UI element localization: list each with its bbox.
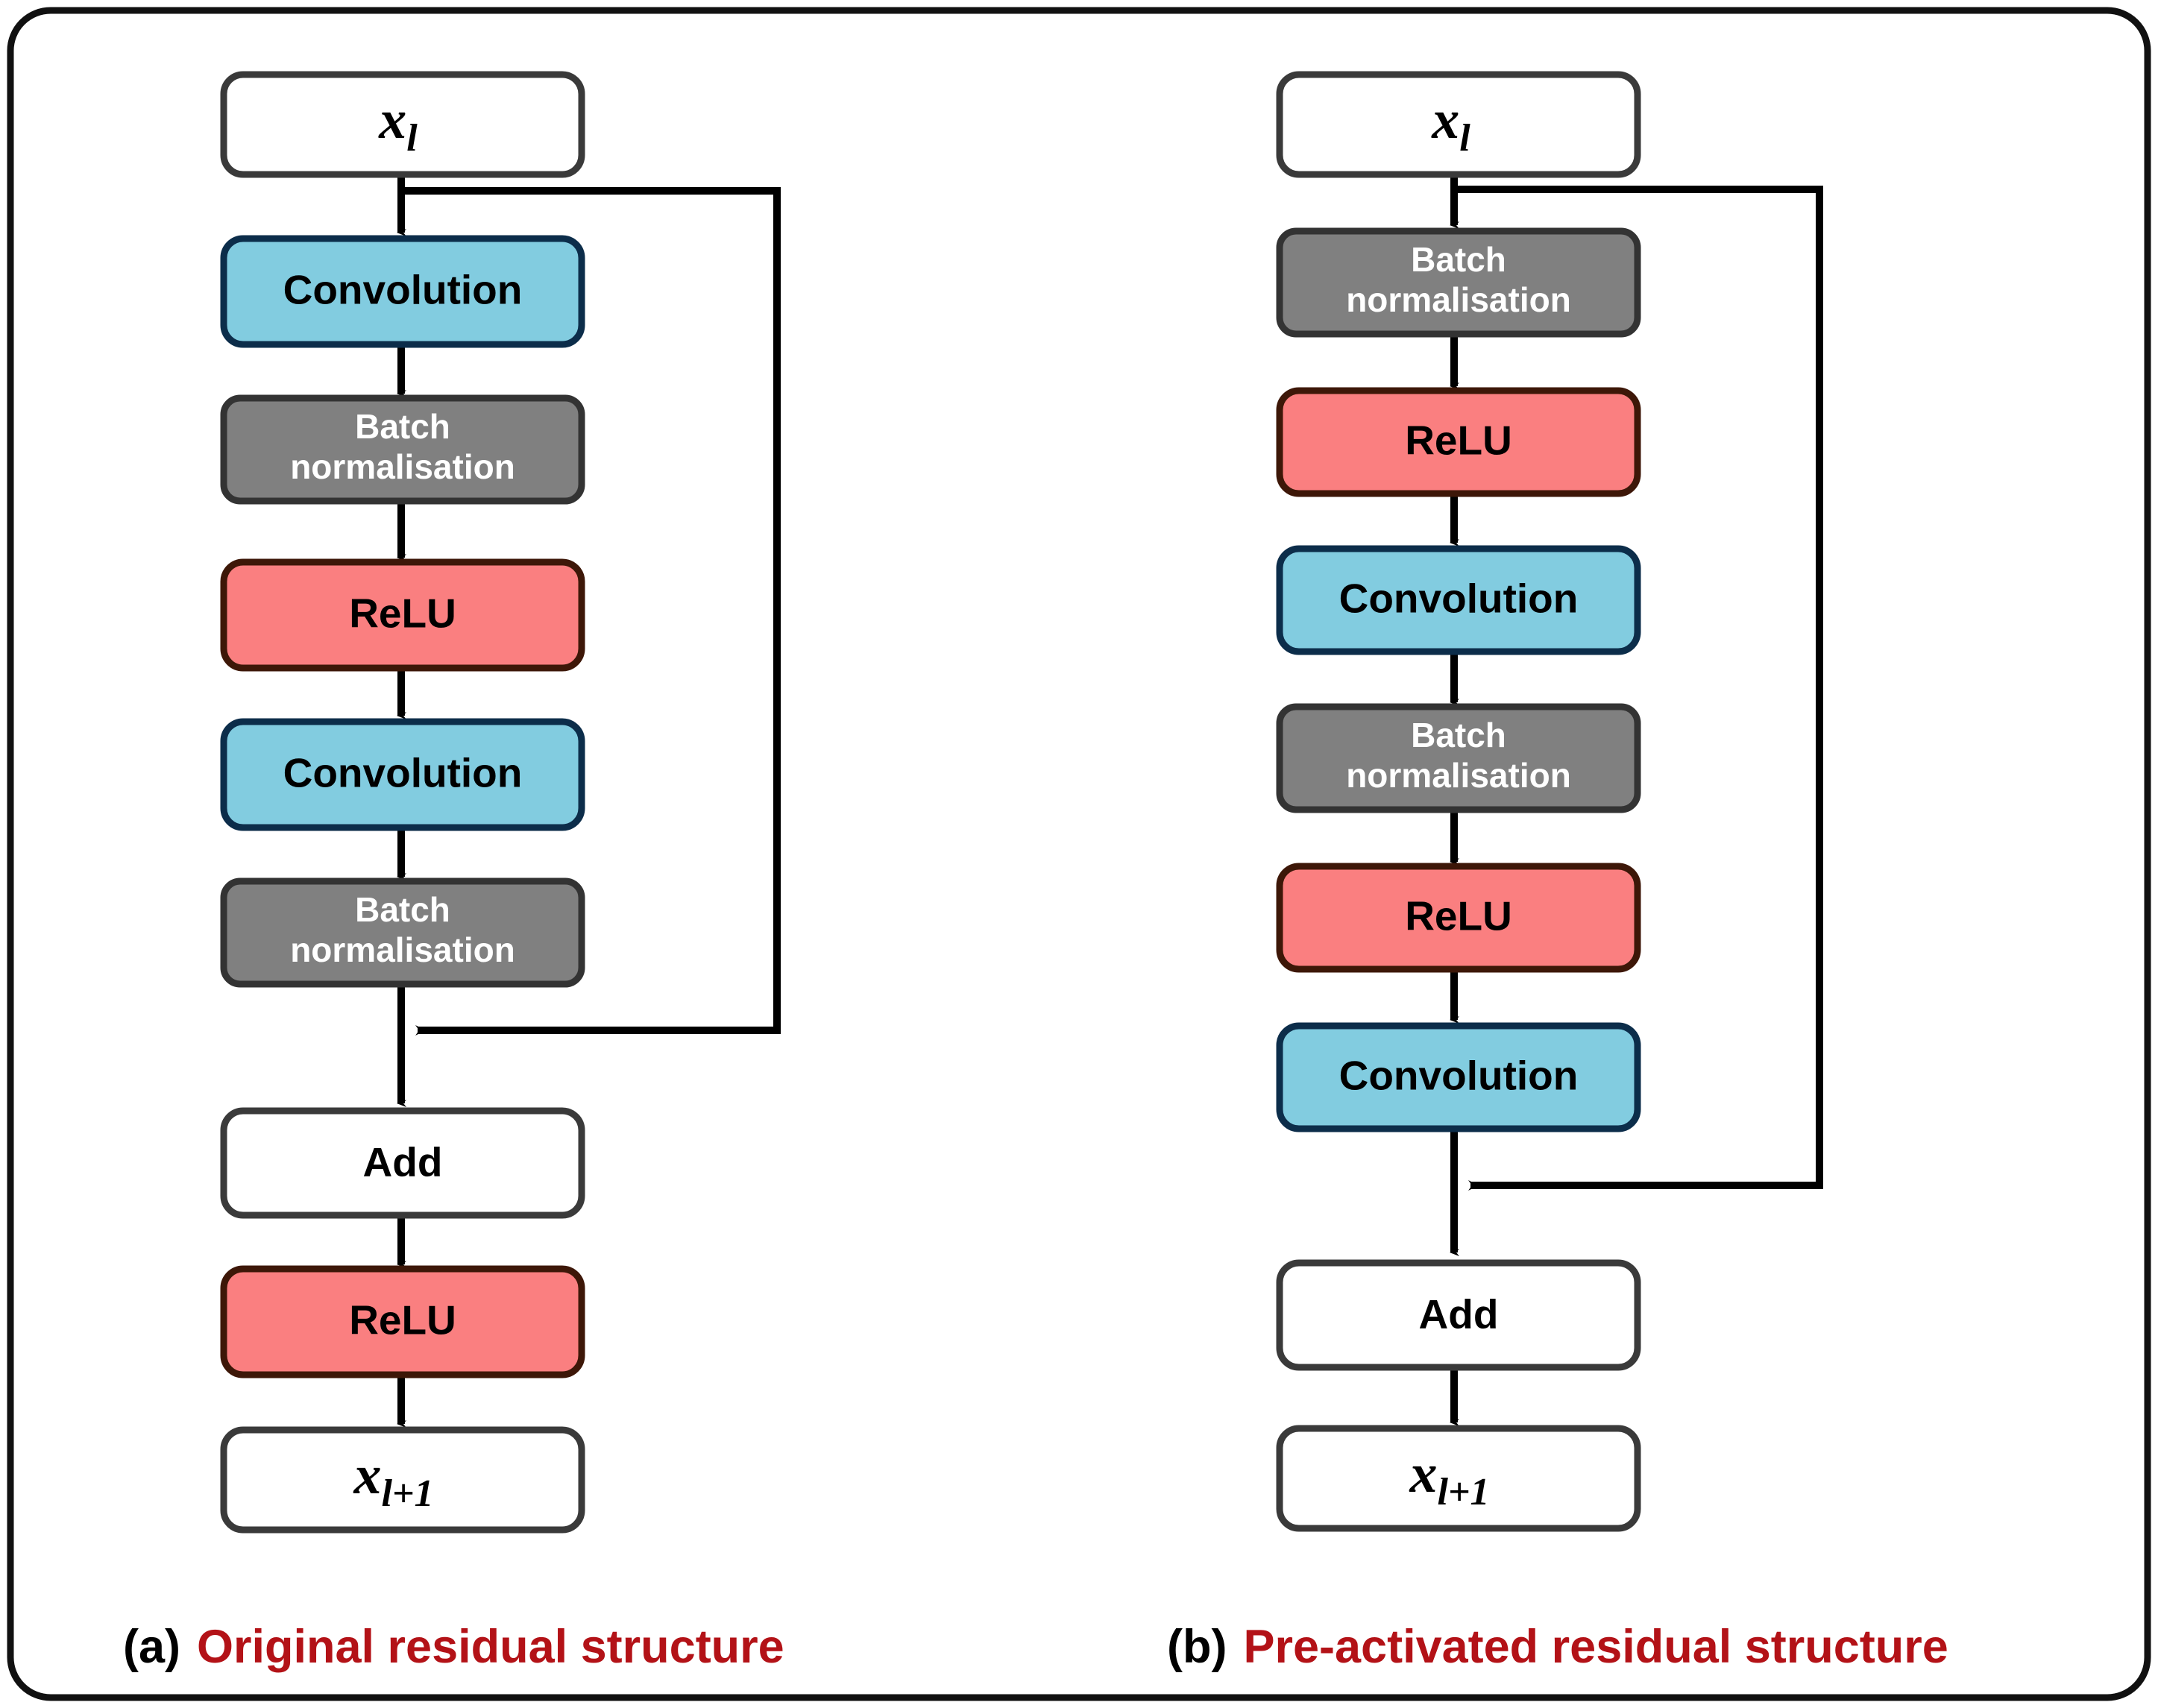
node-b-input-box[interactable] <box>1276 71 1641 178</box>
node-a-conv2[interactable]: Convolution <box>220 718 585 831</box>
node-b-bn1-box[interactable] <box>1276 227 1641 338</box>
node-a-bn2[interactable]: Batch normalisation <box>220 877 585 988</box>
node-a-bn2-label-line2: normalisation <box>290 930 515 969</box>
node-a-bn1-label-line1: Batch <box>355 407 450 446</box>
node-b-bn1[interactable]: Batch normalisation <box>1276 227 1641 338</box>
skip-connection-a <box>401 187 781 1036</box>
node-a-bn2-label-line1: Batch <box>355 890 450 929</box>
node-a-relu1-label: ReLU <box>349 590 456 637</box>
node-a-relu1[interactable]: ReLU <box>220 558 585 672</box>
node-b-bn2-label-line1: Batch <box>1411 716 1506 754</box>
node-a-conv2-label: Convolution <box>283 750 523 796</box>
panel-a-edges <box>397 173 781 1428</box>
node-a-relu1-box[interactable] <box>220 558 585 672</box>
node-b-relu1-box[interactable] <box>1276 387 1641 497</box>
panel-a: xl Convolution Batch normalisation ReLU … <box>123 71 784 1673</box>
node-a-add[interactable]: Add <box>220 1107 585 1219</box>
node-a-output-box[interactable] <box>220 1426 585 1534</box>
caption-b: (b)Pre-activated residual structure <box>1167 1621 1948 1673</box>
node-a-output[interactable]: xl+1 <box>220 1426 585 1534</box>
node-b-input-label: xl <box>1431 89 1470 160</box>
node-b-output[interactable]: xl+1 <box>1276 1425 1641 1532</box>
node-a-conv2-box[interactable] <box>220 718 585 831</box>
node-a-conv1-label: Convolution <box>283 267 523 313</box>
node-a-relu2-box[interactable] <box>220 1265 585 1378</box>
node-a-relu2[interactable]: ReLU <box>220 1265 585 1378</box>
node-a-input-box[interactable] <box>220 71 585 178</box>
node-a-input-label: xl <box>378 89 418 160</box>
node-a-bn1[interactable]: Batch normalisation <box>220 394 585 505</box>
node-b-conv1-label: Convolution <box>1339 576 1579 622</box>
node-b-bn1-label-line2: normalisation <box>1346 280 1571 319</box>
node-b-relu2[interactable]: ReLU <box>1276 863 1641 973</box>
node-b-bn2-label-line2: normalisation <box>1346 756 1571 795</box>
node-b-output-box[interactable] <box>1276 1425 1641 1532</box>
node-a-add-box[interactable] <box>220 1107 585 1219</box>
node-b-conv1[interactable]: Convolution <box>1276 545 1641 655</box>
caption-a: (a)Original residual structure <box>123 1621 784 1673</box>
node-b-relu1-label: ReLU <box>1405 417 1512 464</box>
node-b-input[interactable]: xl <box>1276 71 1641 178</box>
node-b-bn2-box[interactable] <box>1276 703 1641 813</box>
node-b-add-label: Add <box>1419 1291 1499 1337</box>
node-a-output-label: xl+1 <box>353 1445 433 1515</box>
node-a-relu2-label: ReLU <box>349 1297 456 1343</box>
node-b-relu2-box[interactable] <box>1276 863 1641 973</box>
node-b-bn2[interactable]: Batch normalisation <box>1276 703 1641 813</box>
node-b-bn1-label-line1: Batch <box>1411 240 1506 279</box>
node-b-output-label: xl+1 <box>1409 1443 1489 1513</box>
node-b-conv2-box[interactable] <box>1276 1022 1641 1132</box>
node-a-add-label: Add <box>363 1139 443 1185</box>
node-a-bn1-label-line2: normalisation <box>290 447 515 486</box>
node-a-conv1[interactable]: Convolution <box>220 235 585 348</box>
panel-b: xl Batch normalisation ReLU Convolution … <box>1167 71 1948 1673</box>
node-b-add-box[interactable] <box>1276 1259 1641 1371</box>
node-b-relu2-label: ReLU <box>1405 893 1512 939</box>
skip-connection-b <box>1454 186 1823 1191</box>
node-a-input[interactable]: xl <box>220 71 585 178</box>
node-b-relu1[interactable]: ReLU <box>1276 387 1641 497</box>
panel-b-edges <box>1450 173 1823 1426</box>
node-a-conv1-box[interactable] <box>220 235 585 348</box>
node-a-bn1-box[interactable] <box>220 394 585 505</box>
node-a-bn2-box[interactable] <box>220 877 585 988</box>
node-b-conv1-box[interactable] <box>1276 545 1641 655</box>
node-b-conv2[interactable]: Convolution <box>1276 1022 1641 1132</box>
node-b-add[interactable]: Add <box>1276 1259 1641 1371</box>
node-b-conv2-label: Convolution <box>1339 1053 1579 1099</box>
